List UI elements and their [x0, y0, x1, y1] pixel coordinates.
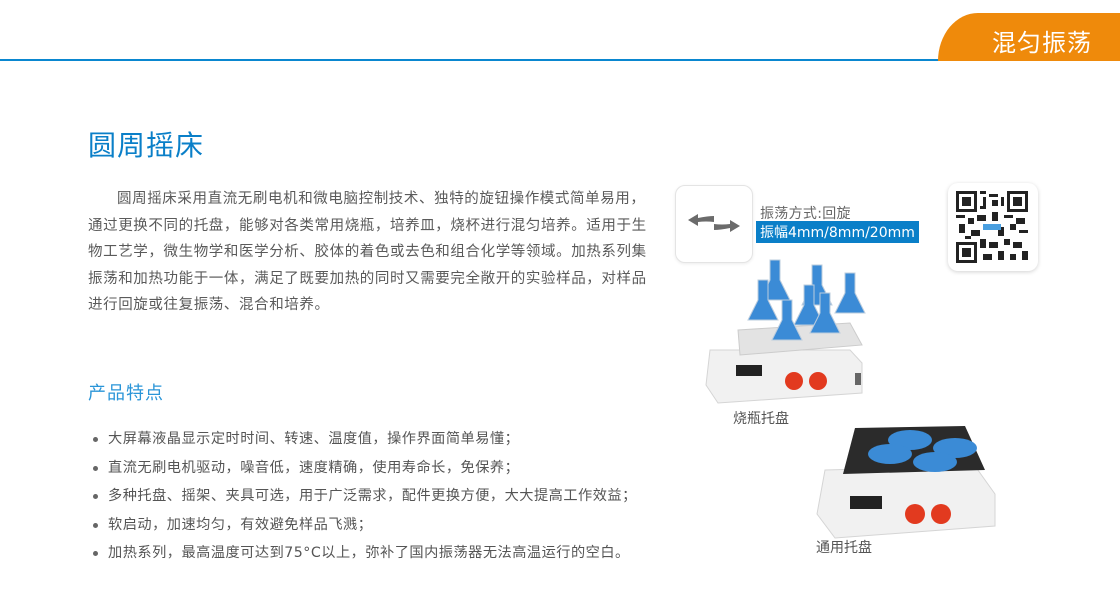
- bullet-icon: [93, 494, 98, 499]
- bullet-icon: [93, 465, 98, 471]
- features-heading: 产品特点: [88, 383, 164, 404]
- universal-tray-shaker-image: [816, 426, 996, 539]
- header-divider: [0, 59, 1120, 61]
- feature-item: 软启动，加速均匀，有效避免样品飞溅；: [88, 511, 637, 540]
- bullet-icon: [93, 522, 98, 528]
- amplitude-label: 振幅4mm/8mm/20mm: [756, 221, 919, 243]
- rotate-arrows-icon: [688, 214, 740, 232]
- shake-mode-icon-box: [675, 185, 753, 263]
- feature-item: 直流无刷电机驱动，噪音低，速度精确，使用寿命长，免保养；: [88, 454, 637, 483]
- feature-item: 大屏幕液晶显示定时时间、转速、温度值，操作界面简单易懂；: [88, 425, 637, 454]
- bullet-icon: [93, 437, 98, 442]
- flask-tray-caption: 烧瓶托盘: [733, 411, 789, 427]
- feature-item: 多种托盘、摇架、夹具可选，用于广泛需求，配件更换方便，大大提高工作效益；: [88, 482, 637, 511]
- qr-code-card: [948, 183, 1038, 271]
- feature-item: 加热系列，最高温度可达到75°C以上，弥补了国内振荡器无法高温运行的空白。: [88, 539, 637, 568]
- category-tab-label: 混匀振荡: [992, 29, 1092, 57]
- features-list: 大屏幕液晶显示定时时间、转速、温度值，操作界面简单易懂； 直流无刷电机驱动，噪音…: [88, 425, 637, 568]
- page-title: 圆周摇床: [88, 129, 205, 162]
- qr-code-icon: [956, 191, 1028, 263]
- category-tab: 混匀振荡: [938, 13, 1120, 61]
- flask-tray-shaker-image: [705, 259, 866, 404]
- shake-mode-label: 振荡方式:回旋: [760, 206, 851, 222]
- bullet-icon: [93, 551, 98, 556]
- product-intro: 圆周摇床采用直流无刷电机和微电脑控制技术、独特的旋钮操作模式简单易用，通过更换不…: [88, 191, 647, 313]
- universal-tray-caption: 通用托盘: [816, 540, 872, 556]
